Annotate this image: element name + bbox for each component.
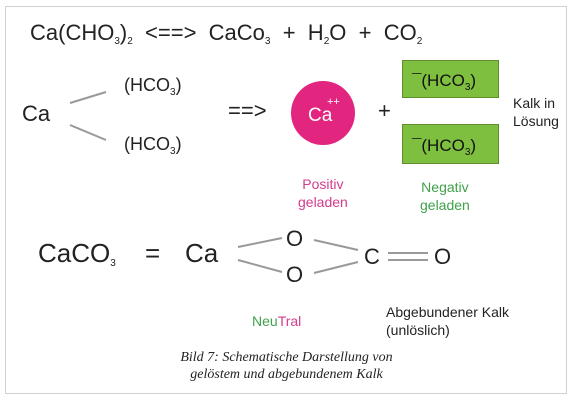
eq2-equals: = — [145, 238, 161, 268]
eq2-ca: Ca — [185, 238, 219, 268]
branch-bottom-hco3: (HCO3) — [124, 135, 182, 157]
abgebunden-line-2: (unlöslich) — [386, 322, 450, 338]
eq1-product1-sub: 3 — [264, 36, 271, 47]
eq1-plus1: + — [282, 20, 296, 45]
eq1-product2-sub: 2 — [323, 36, 330, 47]
kalk-line-1: Kalk in — [513, 95, 556, 111]
eq2-o-right: O — [434, 244, 452, 269]
caption-line-2: gelöstem und abgebundenem Kalk — [190, 367, 383, 382]
branch-bottom-text: (HCO — [124, 134, 170, 154]
positiv-geladen: Positiv geladen — [298, 175, 348, 211]
diagram-frame — [5, 6, 567, 394]
anion-top-label: ¯(HCO3) — [412, 71, 476, 93]
eq1-arrow: <==> — [145, 20, 197, 45]
eq1-product3-sub: 2 — [416, 36, 423, 47]
positiv-line-1: Positiv — [302, 176, 344, 192]
anion-box-top: ¯(HCO3) — [402, 60, 499, 98]
eq2-o-top: O — [286, 226, 304, 251]
anion-bottom-text: ¯(HCO — [412, 136, 465, 155]
eq1-reactant-close: ) — [119, 20, 128, 45]
anion-top-text: ¯(HCO — [412, 71, 465, 90]
negativ-line-2: geladen — [420, 197, 470, 213]
eq2-left: CaCO3 — [38, 240, 116, 269]
figure-caption: Bild 7: Schematische Darstellung von gel… — [0, 349, 573, 383]
anion-bottom-label: ¯(HCO3) — [412, 136, 476, 158]
positiv-line-2: geladen — [298, 194, 348, 210]
eq1-plus2: + — [358, 20, 372, 45]
eq1-reactant: Ca(CHO — [30, 20, 115, 45]
eq1-product2-end: O — [329, 20, 347, 45]
branch-top-close: ) — [175, 75, 182, 95]
eq2-left-sub: 3 — [110, 258, 116, 269]
eq1-product2: H — [307, 20, 324, 45]
branch-line-bottom — [69, 124, 107, 141]
neutral-tral: Tral — [277, 313, 302, 329]
branch-line-top — [69, 91, 107, 104]
anion-bottom-close: ) — [470, 136, 477, 155]
caption-line-1: Bild 7: Schematische Darstellung von — [180, 350, 393, 365]
anion-bottom-sub: 3 — [464, 147, 471, 158]
anion-top-close: ) — [470, 71, 477, 90]
bond-o-bottom-c — [313, 261, 359, 274]
abgebundener-kalk: Abgebundener Kalk (unlöslich) — [386, 303, 509, 339]
anion-box-bottom: ¯(HCO3) — [402, 124, 499, 164]
cation-charge: ++ — [327, 96, 340, 108]
dissoc-arrow: ==> — [228, 98, 267, 123]
cation-label: Ca — [308, 105, 333, 126]
eq1-product3: CO — [383, 20, 417, 45]
negativ-geladen: Negativ geladen — [420, 178, 470, 214]
neutral-label: NeuTral — [252, 312, 301, 330]
branch-bottom-close: ) — [175, 134, 182, 154]
kalk-in-loesung: Kalk in Lösung — [513, 94, 559, 130]
cation-circle: Ca ++ — [291, 81, 355, 145]
dissoc-ca: Ca — [22, 101, 51, 126]
anion-top-sub: 3 — [464, 82, 471, 93]
branch-top-sub: 3 — [170, 87, 176, 98]
negativ-line-1: Negativ — [421, 179, 469, 195]
abgebunden-line-1: Abgebundener Kalk — [386, 304, 509, 320]
eq1-reactant-sub1: 3 — [114, 36, 120, 47]
kalk-line-2: Lösung — [513, 113, 559, 129]
branch-bottom-sub: 3 — [170, 146, 176, 157]
eq1-product1: CaCo — [208, 20, 265, 45]
branch-top-text: (HCO — [124, 75, 170, 95]
bond-ca-o-top — [237, 237, 283, 248]
neutral-neu: Neu — [252, 313, 278, 329]
eq2-c: C — [364, 244, 380, 269]
eq1-reactant-sub2: 2 — [127, 36, 133, 47]
bond-o-top-c — [313, 239, 359, 251]
bond-ca-o-bottom — [237, 259, 283, 273]
eq2-left-text: CaCO — [38, 238, 111, 268]
eq2-o-bottom: O — [286, 262, 304, 287]
equation-1: Ca(CHO3)2 <==> CaCo3 + H2O + CO2 — [30, 22, 422, 47]
branch-top-hco3: (HCO3) — [124, 76, 182, 98]
dissoc-plus: + — [378, 98, 391, 123]
